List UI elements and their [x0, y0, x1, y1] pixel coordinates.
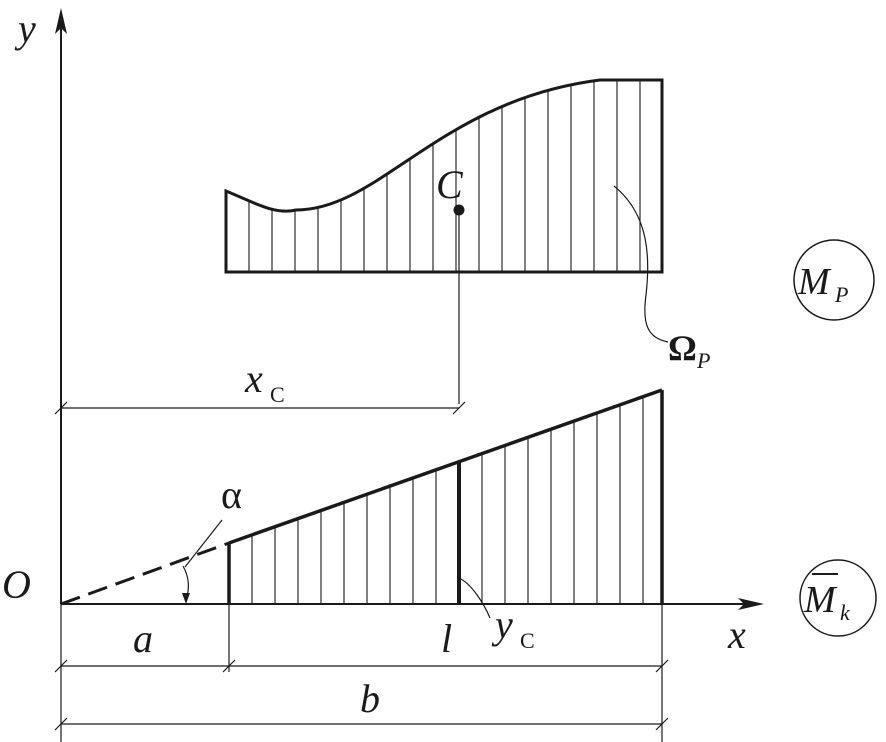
svg-text:P: P [834, 282, 848, 307]
lower-diagram-tag: M k [799, 559, 877, 637]
origin-label: O [2, 562, 31, 607]
xc-dimension [54, 401, 466, 415]
upper-diagram-outline [224, 78, 664, 274]
yc-label: y C [491, 602, 535, 653]
yc-leader-line [458, 577, 491, 619]
x-axis [61, 598, 764, 610]
extension-dashed-line [60, 541, 230, 606]
area-leader-line [613, 185, 669, 343]
angle-label: α [221, 472, 242, 517]
y-axis-label: y [14, 6, 36, 51]
svg-text:y: y [491, 602, 513, 647]
svg-text:M: M [803, 579, 838, 621]
x-axis-label: x [727, 612, 746, 657]
svg-text:C: C [270, 382, 285, 407]
svg-text:k: k [840, 600, 851, 625]
lower-hatching [251, 390, 644, 604]
angle-leader-line [184, 519, 223, 568]
upper-diagram-tag: M P [793, 239, 875, 321]
svg-text:C: C [520, 628, 535, 653]
l-label: l [441, 616, 452, 661]
area-label: Ω P [668, 328, 710, 373]
b-label: b [360, 676, 380, 721]
a-label: a [133, 616, 153, 661]
svg-text:P: P [696, 348, 710, 373]
svg-text:x: x [244, 356, 263, 401]
xc-label: x C [244, 356, 285, 407]
angle-arrowhead [182, 593, 190, 604]
b-dimension [54, 717, 669, 731]
centroid-label: C [436, 162, 464, 207]
svg-text:M: M [797, 261, 832, 303]
y-axis [55, 8, 67, 604]
a-l-dimension [54, 604, 669, 742]
lower-diagram-slope [228, 388, 663, 545]
svg-text:Ω: Ω [668, 328, 697, 368]
